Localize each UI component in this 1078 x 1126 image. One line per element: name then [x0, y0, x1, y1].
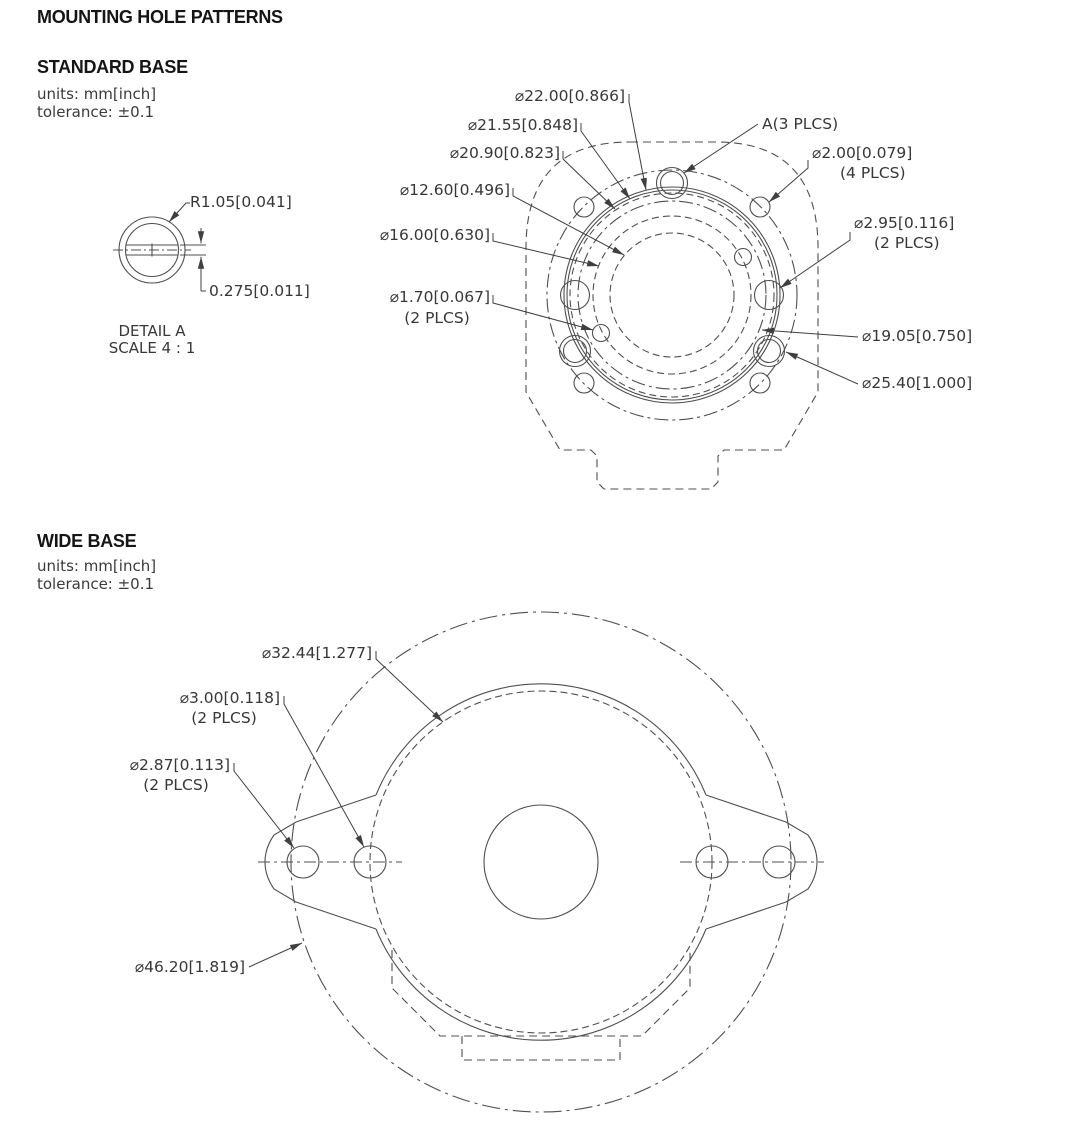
holes-2-95: [559, 279, 785, 311]
callout-21-55: ⌀21.55[0.848]: [468, 116, 578, 134]
hole-1-70-upper-right: [733, 247, 753, 267]
hole-a-se-outer: [752, 334, 786, 368]
hidden-body-outline: [391, 950, 691, 1061]
detail-a-leaders: [168, 202, 206, 292]
tab-holes: [286, 845, 796, 879]
detail-scale: SCALE 4 : 1: [109, 339, 196, 357]
detail-radius-label: R1.05[0.041]: [190, 193, 292, 211]
wide-base-tolerance: tolerance: ±0.1: [37, 574, 155, 593]
leader-46-20: [248, 942, 303, 968]
hidden-body-lower: [391, 950, 691, 1037]
holes-2-00: [573, 196, 771, 394]
callout-2-00-qty: (4 PLCS): [840, 164, 906, 182]
detail-radius-leader: [168, 202, 190, 223]
standard-base-tolerance: tolerance: ±0.1: [37, 102, 155, 121]
right-tab-outline: [705, 794, 818, 930]
detail-title: DETAIL A: [118, 322, 186, 340]
callout-1-70-qty: (2 PLCS): [404, 309, 470, 327]
wide-base-notes: units: mm[inch] tolerance: ±0.1: [37, 557, 157, 593]
hole-a-sw-inner: [562, 338, 588, 364]
standard-base-units: units: mm[inch]: [37, 85, 157, 103]
callout-3-00: ⌀3.00[0.118]: [180, 689, 280, 707]
callout-2-95-qty: (2 PLCS): [874, 234, 940, 252]
leader-25-40: [785, 351, 859, 385]
wide-base-units: units: mm[inch]: [37, 557, 157, 575]
leader-19-05: [761, 327, 859, 338]
hole-a-sw-outer: [558, 334, 592, 368]
hole-a-top-inner: [659, 170, 685, 196]
hole-2-00-nw: [573, 196, 595, 218]
detail-a-drawing: [113, 216, 206, 284]
callout-16-00: ⌀16.00[0.630]: [380, 226, 490, 244]
hole-2-95-right: [753, 279, 785, 311]
hidden-circle-16-00: [592, 215, 752, 375]
hole-2-00-ne: [749, 196, 771, 218]
bolt-circle-19-05: [577, 200, 767, 390]
leader-20-90: [562, 151, 616, 210]
hidden-circle-12-60: [609, 232, 735, 358]
hole-2-00-se: [749, 372, 771, 394]
page-title: MOUNTING HOLE PATTERNS: [37, 7, 283, 27]
wide-base-leaders: [233, 651, 444, 968]
leader-12-60: [512, 188, 625, 256]
leader-1-70: [492, 295, 594, 331]
standard-base-heading: STANDARD BASE: [37, 57, 188, 77]
callout-1-70: ⌀1.70[0.067]: [390, 288, 490, 306]
standard-base-notes: units: mm[inch] tolerance: ±0.1: [37, 85, 157, 121]
callout-19-05: ⌀19.05[0.750]: [862, 327, 972, 345]
motor-body-hidden-outline: [525, 141, 819, 490]
callout-32-44: ⌀32.44[1.277]: [262, 644, 372, 662]
slot-a-holes: [558, 166, 786, 368]
boss-circle-22-00: [563, 186, 781, 404]
hidden-circle-20-90: [569, 192, 775, 398]
callout-2-00: ⌀2.00[0.079]: [812, 144, 912, 162]
leader-2-95: [779, 232, 851, 289]
standard-base-drawing: [525, 141, 819, 490]
detail-inner-circle: [124, 222, 180, 278]
leader-22-00: [628, 94, 647, 191]
callout-46-20: ⌀46.20[1.819]: [135, 958, 245, 976]
wide-base-drawing: [258, 611, 824, 1113]
holes-1-70: [591, 247, 753, 343]
leader-2-87: [233, 763, 295, 849]
leader-3-00: [283, 696, 365, 848]
callout-3-00-qty: (2 PLCS): [191, 709, 257, 727]
bolt-circle-25-40: [546, 169, 798, 421]
callout-a-plcs: A(3 PLCS): [762, 115, 838, 133]
center-bore: [483, 804, 599, 920]
leader-32-44: [375, 651, 444, 723]
hole-1-70-lower-left: [591, 323, 611, 343]
callout-2-87-qty: (2 PLCS): [143, 776, 209, 794]
hole-2-95-left: [559, 279, 591, 311]
leader-a-plcs: [683, 123, 759, 174]
leader-16-00: [492, 233, 600, 267]
callout-2-87: ⌀2.87[0.113]: [130, 756, 230, 774]
callout-20-90: ⌀20.90[0.823]: [450, 144, 560, 162]
bolt-circle-32-44: [369, 690, 713, 1034]
leader-21-55: [580, 123, 631, 200]
callout-25-40: ⌀25.40[1.000]: [862, 374, 972, 392]
boss-circle-21-55: [566, 189, 778, 401]
round-body-top-arc: [375, 683, 707, 796]
standard-base-leaders: [492, 94, 859, 385]
hidden-body-notch: [461, 1036, 621, 1061]
leader-2-00: [768, 160, 809, 203]
wide-base-heading: WIDE BASE: [37, 531, 137, 551]
callout-12-60: ⌀12.60[0.496]: [400, 181, 510, 199]
callout-2-95: ⌀2.95[0.116]: [854, 214, 954, 232]
hole-a-top-outer: [655, 166, 689, 200]
round-body-bottom-arc: [375, 928, 707, 1041]
hole-2-00-sw: [573, 372, 595, 394]
detail-thickness-label: 0.275[0.011]: [209, 282, 310, 300]
callout-22-00: ⌀22.00[0.866]: [515, 87, 625, 105]
hole-a-se-inner: [756, 338, 782, 364]
